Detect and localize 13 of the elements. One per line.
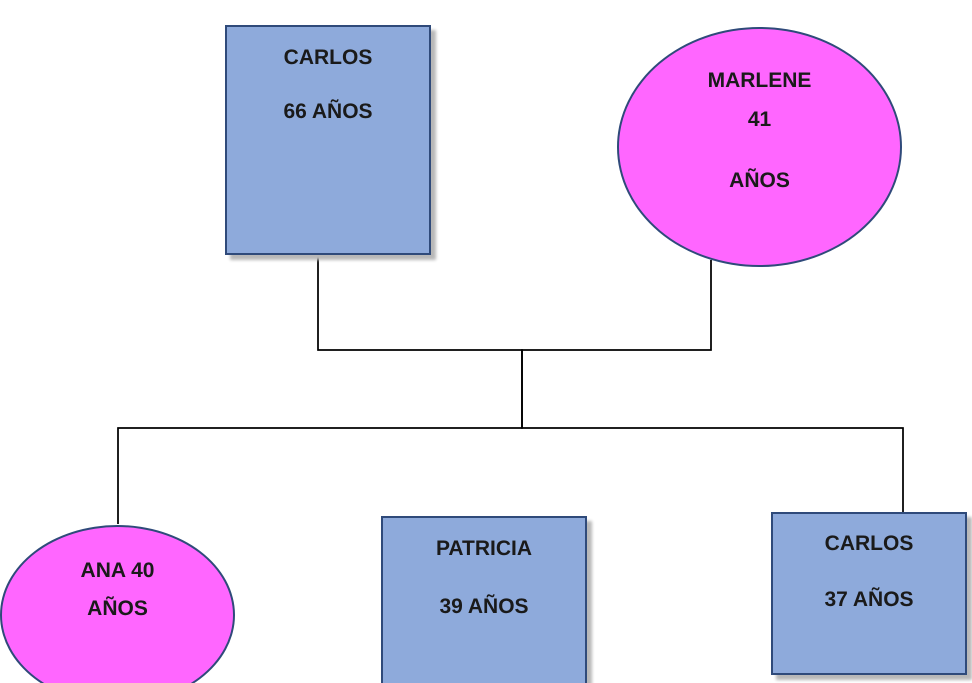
person-box [771,512,967,675]
age-label: 39 AÑOS [438,594,530,620]
name-label: PATRICIA [434,536,534,562]
age-label: AÑOS [728,167,791,194]
age-label: 37 AÑOS [823,587,915,613]
person-box [381,516,587,683]
person-box [225,25,431,255]
name-label: CARLOS [282,45,374,71]
name-label: CARLOS [824,531,914,557]
age-label: 66 AÑOS [282,99,374,125]
name-label: MARLENE 41 [706,68,812,133]
person-label: ANA 40 AÑOS [80,558,156,622]
family-line [521,260,904,512]
